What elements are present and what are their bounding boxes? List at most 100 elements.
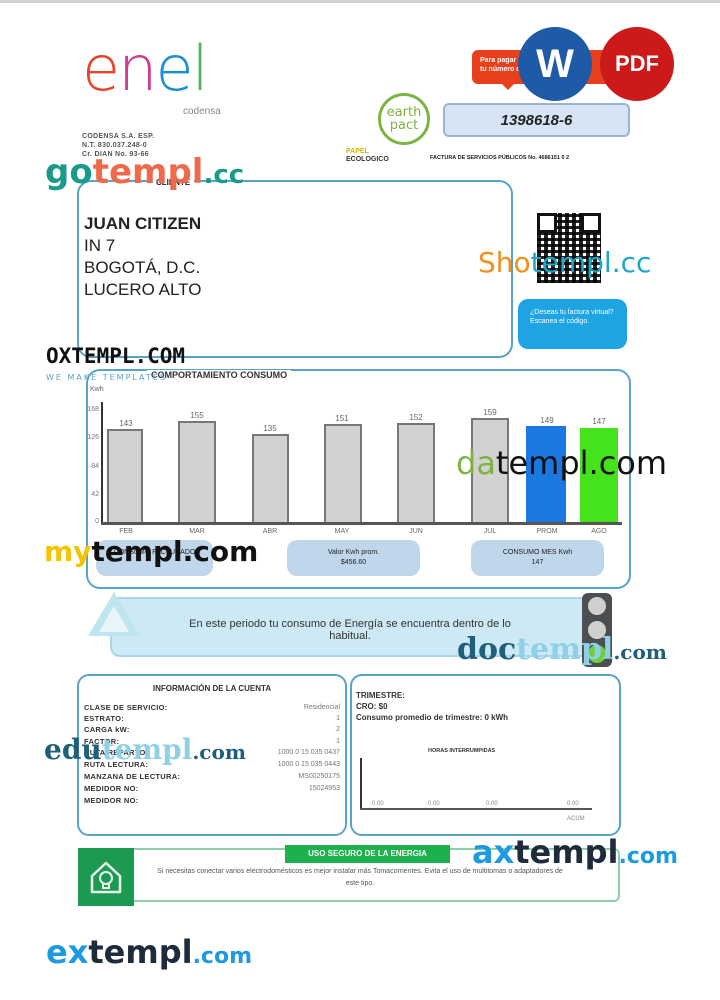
company-line: CODENSA S.A. ESP. bbox=[82, 133, 155, 140]
info-key: FACTOR: bbox=[84, 737, 120, 746]
wm-part: .com bbox=[613, 640, 667, 664]
info-value: 1 bbox=[336, 738, 340, 745]
info-value: Residencial bbox=[303, 704, 340, 711]
logo-letter: e bbox=[82, 32, 120, 105]
bar-abr bbox=[252, 434, 289, 522]
y-tick: 84 bbox=[91, 463, 99, 470]
address-line: LUCERO ALTO bbox=[84, 280, 202, 299]
y-tick: 168 bbox=[87, 406, 99, 413]
bar-jul bbox=[471, 418, 509, 522]
info-key: CLASE DE SERVICIO: bbox=[84, 703, 168, 712]
info-key: MEDIDOR NO: bbox=[84, 796, 139, 805]
pact-text: pact bbox=[389, 118, 419, 133]
pdf-download-button[interactable]: PDF bbox=[600, 27, 674, 101]
bar-value: 159 bbox=[483, 408, 497, 417]
wm-part: templ bbox=[101, 733, 193, 766]
trimester-summary: TRIMESTRE: CRO: $0 Consumo promedio de t… bbox=[356, 690, 508, 723]
info-row: CARGA kW:2 bbox=[84, 725, 340, 735]
client-name: JUAN CITIZEN bbox=[84, 214, 202, 233]
wm-part: go bbox=[45, 152, 93, 192]
acum-label: ACUM bbox=[567, 816, 585, 822]
billed-consumption-pill: CONSUMO FACTURADO bbox=[96, 540, 213, 576]
wm-part: templ.com bbox=[495, 444, 668, 482]
light-yellow-off bbox=[588, 621, 606, 639]
mini-value: 0.00 bbox=[428, 801, 440, 807]
wm-part: templ.com bbox=[91, 535, 259, 568]
logo-letter: n bbox=[118, 32, 157, 105]
company-line: Cr. DIAN No. 93-66 bbox=[82, 151, 149, 158]
virtual-invoice-button[interactable]: ¿Deseas tu factura virtual? Escanea el c… bbox=[518, 299, 627, 349]
wm-part: doc bbox=[457, 632, 517, 667]
info-row: MEDIDOR NO: bbox=[84, 796, 340, 806]
bar-prom bbox=[526, 426, 566, 522]
bar-value: 155 bbox=[190, 411, 204, 420]
info-key: MANZANA DE LECTURA: bbox=[84, 772, 181, 781]
bar-jun bbox=[397, 423, 435, 522]
bar-value: 143 bbox=[119, 419, 133, 428]
watermark: axtempl.com bbox=[472, 836, 678, 868]
wm-part: Sho bbox=[478, 246, 531, 279]
wm-part: .com bbox=[618, 844, 678, 869]
banner-line: tu número de cliente bbox=[480, 66, 549, 73]
y-tick: 126 bbox=[87, 434, 99, 441]
light-green-on bbox=[588, 645, 606, 663]
bar-label: ABR bbox=[262, 528, 278, 535]
trimester-line: TRIMESTRE: bbox=[356, 691, 405, 700]
watermark-tagline: WE MAKE TEMPLATES bbox=[46, 373, 167, 382]
wm-part: da bbox=[456, 444, 496, 482]
y-tick: 0 bbox=[95, 518, 99, 525]
chart-x-axis bbox=[526, 522, 622, 525]
wm-part: templ.cc bbox=[530, 246, 652, 279]
pill-label: Valor Kwh prom. bbox=[327, 549, 380, 556]
watermark: datempl.com bbox=[456, 447, 667, 479]
info-row: ESTRATO: 1 bbox=[84, 714, 340, 724]
earth-text: earth bbox=[386, 105, 422, 120]
bar-label: JUL bbox=[483, 528, 497, 535]
invoice-number: FACTURA DE SERVICIOS PÚBLICOS No. 468615… bbox=[430, 155, 570, 161]
top-border bbox=[0, 0, 720, 3]
info-row: MEDIDOR NO:15024953 bbox=[84, 784, 340, 794]
bar-label: AGO bbox=[591, 528, 607, 535]
wm-part: .cc bbox=[203, 160, 245, 190]
wm-part: templ bbox=[92, 152, 204, 192]
account-info-title: INFORMACIÓN DE LA CUENTA bbox=[152, 684, 272, 693]
wm-part: edu bbox=[44, 733, 102, 766]
watermark: doctempl.com bbox=[457, 635, 667, 665]
chart-title: COMPORTAMIENTO CONSUMO bbox=[147, 370, 292, 380]
info-value: 1000 0 15 035 0437 bbox=[277, 749, 340, 756]
wm-part: .com bbox=[192, 944, 252, 969]
mini-value: 0.00 bbox=[567, 801, 579, 807]
bar-ago bbox=[580, 428, 618, 522]
info-value: 15024953 bbox=[308, 785, 340, 792]
eco-paper-label: PAPEL ECOLOGICO bbox=[346, 148, 389, 164]
earth-pact-logo: earth pact bbox=[378, 93, 430, 145]
trimester-line: CRO: $0 bbox=[356, 702, 388, 711]
info-value: 1 bbox=[336, 715, 340, 722]
client-details: JUAN CITIZEN IN 7 BOGOTÁ, D.C. LUCERO AL… bbox=[84, 213, 201, 301]
wm-part: templ bbox=[516, 632, 614, 667]
info-key: RUTA LECTURA: bbox=[84, 760, 149, 769]
qr-code[interactable] bbox=[537, 213, 601, 283]
banner-line: Para pagar indica bbox=[480, 57, 539, 64]
bar-value: 135 bbox=[263, 424, 277, 433]
client-label: CLIENTE bbox=[152, 178, 195, 187]
company-line: N.T. 830.037.248-0 bbox=[82, 142, 147, 149]
consumption-section bbox=[86, 369, 631, 589]
bar-label: JUN bbox=[409, 528, 423, 535]
watermark: mytempl.com bbox=[44, 538, 258, 566]
bar-mar bbox=[178, 421, 216, 522]
mini-value: 0.00 bbox=[372, 801, 384, 807]
trimester-section bbox=[350, 674, 621, 836]
info-key: CARGA kW: bbox=[84, 725, 130, 734]
company-info: CODENSA S.A. ESP. N.T. 830.037.248-0 Cr.… bbox=[82, 132, 154, 159]
info-row: CLASE DE SERVICIO: Residencial bbox=[84, 703, 340, 713]
safe-use-label: USO SEGURO DE LA ENERGIA bbox=[285, 845, 450, 863]
y-tick: 42 bbox=[91, 491, 99, 498]
traffic-light-icon bbox=[582, 593, 612, 667]
info-key: ESTRATO: bbox=[84, 714, 125, 723]
bar-value: 152 bbox=[409, 413, 423, 422]
pill-label: CONSUMO MES Kwh bbox=[502, 549, 573, 556]
safe-use-text: Si necesitas conectar varios electrodomé… bbox=[157, 868, 563, 887]
watermark: extempl.com bbox=[46, 936, 252, 968]
word-download-button[interactable]: W bbox=[518, 27, 592, 101]
